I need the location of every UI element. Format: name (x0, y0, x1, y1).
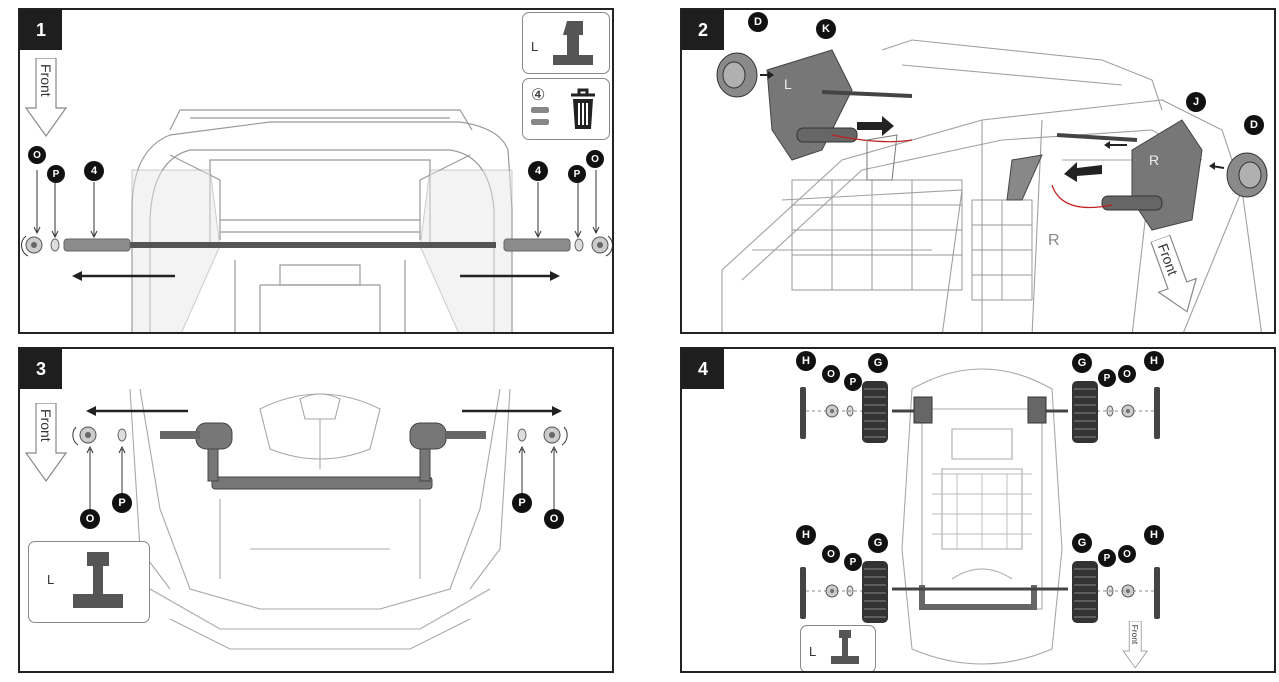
panel-step-3: 3 (18, 347, 614, 673)
step-1-illustration (21, 109, 612, 332)
axle-callout: 4 (84, 161, 104, 181)
nut-callout: O (1118, 365, 1136, 383)
wheel-callout: G (1072, 533, 1092, 553)
wheel-callout: G (868, 533, 888, 553)
wheel-cover-callout: H (796, 351, 816, 371)
inset-label: L (47, 572, 55, 587)
step-2-illustration (716, 39, 1268, 332)
front-arrow-icon: Front (24, 58, 68, 138)
wheel-callout: G (868, 353, 888, 373)
nut-callout: O (822, 365, 840, 383)
panel-step-4: 4 H O (680, 347, 1276, 673)
step-number-badge: 4 (682, 349, 724, 389)
step-3-illustration (72, 388, 568, 650)
body-letter-right: R (1149, 152, 1160, 168)
nut-callout: O (28, 146, 46, 164)
step-number-badge: 1 (20, 10, 62, 50)
part-inset: L (800, 625, 876, 671)
nut-callout: O (586, 150, 604, 168)
step-number-badge: 3 (20, 349, 62, 389)
panel-step-2: 2 (680, 8, 1276, 334)
body-letter-left: L (784, 76, 792, 92)
front-arrow-icon: Front (1122, 621, 1148, 669)
gearbox-right-callout: J (1186, 92, 1206, 112)
washer-callout: P (1098, 549, 1116, 567)
step-number-badge: 2 (682, 10, 724, 50)
axle-callout: 4 (528, 161, 548, 181)
wheel-cover-callout: H (1144, 525, 1164, 545)
discard-inset: ④ (522, 78, 610, 140)
body-letter-right: R (1048, 232, 1060, 249)
inset-label: L (531, 39, 539, 54)
hub-cap-callout: D (748, 12, 768, 32)
washer-callout: P (844, 553, 862, 571)
washer-callout: P (568, 165, 586, 183)
discard-count: ④ (531, 87, 546, 104)
washer-callout: P (512, 493, 532, 513)
step-4-illustration (799, 368, 1161, 665)
washer-callout: P (47, 165, 65, 183)
washer-callout: P (1098, 369, 1116, 387)
panel-step-1: 1 (18, 8, 614, 334)
wheel-cover-callout: H (1144, 351, 1164, 371)
front-label: Front (38, 409, 54, 442)
trash-icon (571, 88, 595, 129)
wheel-callout: G (1072, 353, 1092, 373)
nut-callout: O (822, 545, 840, 563)
inset-label: L (809, 644, 817, 659)
hub-cap-callout: D (1244, 115, 1264, 135)
part-inset: L (28, 541, 150, 623)
nut-callout: O (544, 509, 564, 529)
front-arrow-icon: Front (1140, 231, 1209, 321)
wheel-cover-callout: H (796, 525, 816, 545)
washer-callout: P (844, 373, 862, 391)
nut-callout: O (80, 509, 100, 529)
front-arrow-icon: Front (24, 403, 68, 483)
front-label: Front (38, 64, 54, 97)
nut-callout: O (1118, 545, 1136, 563)
washer-callout: P (112, 493, 132, 513)
front-label: Front (1130, 624, 1140, 645)
gearbox-left-callout: K (816, 19, 836, 39)
part-inset: L (522, 12, 610, 74)
